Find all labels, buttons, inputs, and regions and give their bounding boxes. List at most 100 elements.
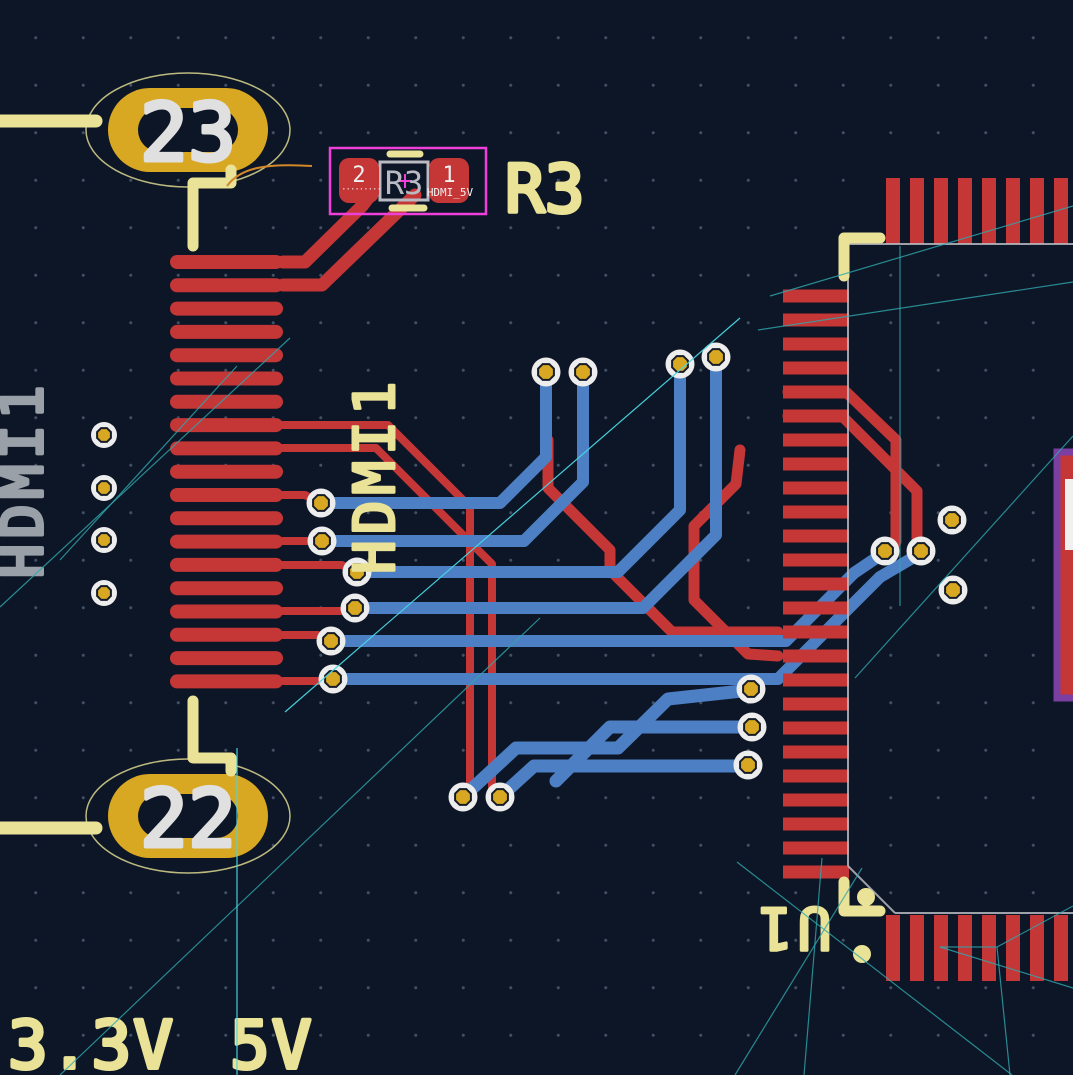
u1-reference-label[interactable]: U1 bbox=[753, 893, 834, 964]
copper-trace-back[interactable] bbox=[549, 720, 759, 788]
copper-trace-back[interactable] bbox=[349, 351, 722, 614]
ratsnest-line bbox=[854, 435, 1073, 679]
u1-smd-pad[interactable] bbox=[1006, 915, 1020, 981]
connector-smd-pad[interactable] bbox=[170, 557, 283, 572]
u1-smd-pad[interactable] bbox=[1030, 178, 1044, 244]
copper-trace-front[interactable] bbox=[688, 444, 784, 662]
u1-smd-pad[interactable] bbox=[886, 178, 900, 244]
via-hole bbox=[739, 756, 757, 774]
r3-pad1-net-label: HDMI_5V bbox=[427, 186, 474, 199]
u1-smd-pad[interactable] bbox=[1006, 178, 1020, 244]
r3-pad[interactable] bbox=[429, 158, 469, 203]
u1-smd-pad[interactable] bbox=[783, 769, 849, 783]
u1-smd-pad[interactable] bbox=[783, 649, 849, 663]
via-hole bbox=[671, 355, 689, 373]
footprints-layer bbox=[85, 72, 1073, 981]
u1-smd-pad[interactable] bbox=[783, 697, 849, 711]
net-label-3v3[interactable]: 3.3V bbox=[6, 1005, 175, 1075]
connector-smd-pad[interactable] bbox=[170, 371, 283, 386]
connector-smd-pad[interactable] bbox=[170, 581, 283, 596]
copper-trace-back[interactable] bbox=[315, 366, 552, 509]
connector-smd-pad[interactable] bbox=[170, 418, 283, 433]
ratsnest-line bbox=[757, 281, 1073, 331]
u1-smd-pad[interactable] bbox=[910, 915, 924, 981]
u1-smd-pad[interactable] bbox=[1054, 178, 1068, 244]
ratsnest-line bbox=[734, 867, 863, 1075]
connector-smd-pad[interactable] bbox=[170, 604, 283, 619]
u1-smd-pad[interactable] bbox=[982, 915, 996, 981]
copper-trace-front[interactable] bbox=[542, 434, 784, 638]
via-hole bbox=[454, 788, 472, 806]
u1-smd-pad[interactable] bbox=[982, 178, 996, 244]
via-hole bbox=[876, 542, 894, 560]
r3-pad[interactable] bbox=[339, 158, 379, 203]
u1-smd-pad[interactable] bbox=[783, 409, 849, 423]
u1-smd-pad[interactable] bbox=[783, 745, 849, 759]
u1-smd-pad[interactable] bbox=[783, 433, 849, 447]
u1-smd-pad[interactable] bbox=[783, 841, 849, 855]
connector-smd-pad[interactable] bbox=[170, 511, 283, 526]
connector-smd-pad[interactable] bbox=[170, 278, 283, 293]
connector-smd-pad[interactable] bbox=[170, 324, 283, 339]
copper-trace-back[interactable] bbox=[456, 683, 758, 804]
copper-trace-back[interactable] bbox=[351, 358, 686, 578]
r3-body-outline bbox=[378, 160, 430, 202]
connector-smd-pad[interactable] bbox=[170, 394, 283, 409]
via-hole bbox=[574, 363, 592, 381]
u1-smd-pad[interactable] bbox=[934, 178, 948, 244]
u1-smd-pad[interactable] bbox=[958, 915, 972, 981]
u1-smd-pad[interactable] bbox=[783, 721, 849, 735]
u1-smd-pad[interactable] bbox=[783, 817, 849, 831]
u1-smd-pad[interactable] bbox=[783, 457, 849, 471]
u1-smd-pad[interactable] bbox=[1030, 915, 1044, 981]
u1-smd-pad[interactable] bbox=[958, 178, 972, 244]
ratsnest-line bbox=[996, 946, 1011, 1075]
board-edge-arc bbox=[226, 164, 313, 187]
u1-smd-pad[interactable] bbox=[783, 289, 849, 303]
u1-smd-pad[interactable] bbox=[934, 915, 948, 981]
hdmi-connector-copper-label[interactable]: HDMI1 bbox=[342, 374, 410, 576]
hdmi-connector-silk-label[interactable]: HDMI1 bbox=[0, 377, 58, 580]
u1-smd-pad[interactable] bbox=[783, 361, 849, 375]
connector-smd-pad[interactable] bbox=[170, 348, 283, 363]
u1-smd-pad[interactable] bbox=[783, 529, 849, 543]
copper-trace-back[interactable] bbox=[316, 366, 589, 547]
copper-trace-back[interactable] bbox=[493, 759, 755, 804]
u1-smd-pad[interactable] bbox=[1054, 915, 1068, 981]
connector-smd-pad[interactable] bbox=[170, 674, 283, 689]
connector-smd-pad[interactable] bbox=[170, 488, 283, 502]
connector-smd-pad[interactable] bbox=[170, 441, 283, 456]
u1-smd-pad[interactable] bbox=[783, 625, 849, 639]
silkscreen-dot bbox=[853, 945, 871, 963]
silkscreen-line bbox=[838, 876, 886, 917]
copper-trace-front[interactable] bbox=[276, 188, 422, 292]
ratsnest-line bbox=[59, 617, 541, 1075]
net-label-5v[interactable]: 5V bbox=[228, 1005, 313, 1075]
fab-outline bbox=[847, 865, 896, 914]
u1-smd-pad[interactable] bbox=[783, 481, 849, 495]
connector-smd-pad[interactable] bbox=[170, 651, 283, 666]
u1-smd-pad[interactable] bbox=[783, 865, 849, 879]
u1-smd-pad[interactable] bbox=[783, 553, 849, 567]
u1-smd-pad[interactable] bbox=[783, 673, 849, 687]
u1-smd-pad[interactable] bbox=[783, 337, 849, 351]
u1-smd-pad[interactable] bbox=[783, 577, 849, 591]
via-hole bbox=[313, 532, 331, 550]
connector-smd-pad[interactable] bbox=[170, 627, 283, 642]
r3-pad2-number: 2 bbox=[352, 163, 365, 188]
r3-reference-label[interactable]: R3 bbox=[503, 149, 586, 230]
u1-smd-pad[interactable] bbox=[783, 505, 849, 519]
via-hole bbox=[312, 494, 330, 512]
silkscreen-line bbox=[187, 695, 237, 777]
u1-smd-pad[interactable] bbox=[783, 793, 849, 807]
connector-smd-pad[interactable] bbox=[170, 464, 283, 479]
connector-smd-pad[interactable] bbox=[170, 255, 283, 269]
u1-smd-pad[interactable] bbox=[783, 385, 849, 399]
via-hole bbox=[346, 599, 364, 617]
u1-smd-pad[interactable] bbox=[783, 601, 849, 615]
u1-smd-pad[interactable] bbox=[910, 178, 924, 244]
connector-smd-pad[interactable] bbox=[170, 301, 283, 316]
u1-smd-pad[interactable] bbox=[886, 915, 900, 981]
connector-smd-pad[interactable] bbox=[170, 534, 283, 549]
